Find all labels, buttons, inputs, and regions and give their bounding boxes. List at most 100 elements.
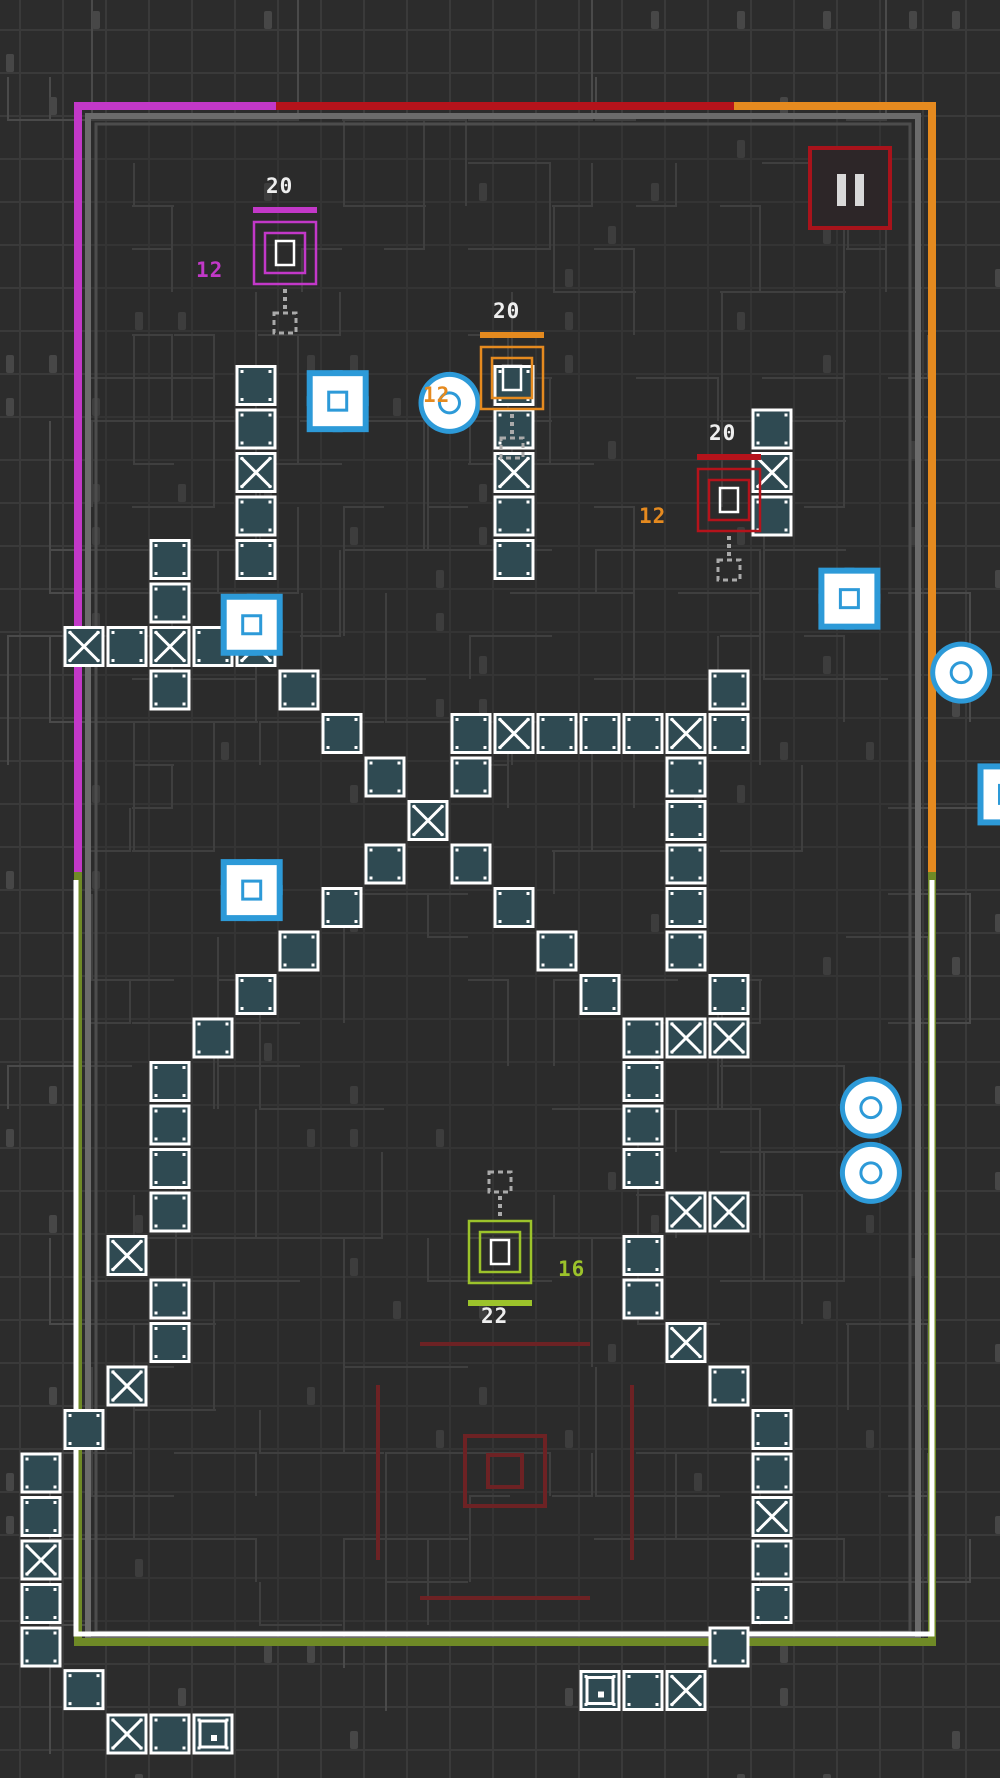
wall-block bbox=[622, 1104, 664, 1146]
orange-player-side-score: 12 bbox=[423, 383, 451, 407]
shield-powerup bbox=[220, 859, 283, 922]
wall-block bbox=[364, 756, 406, 798]
cross-block bbox=[493, 713, 535, 754]
cross-block bbox=[106, 1713, 148, 1755]
disc-powerup bbox=[930, 641, 993, 704]
wall-block bbox=[20, 1583, 62, 1624]
red-player bbox=[696, 454, 762, 582]
magenta-player-score: 20 bbox=[266, 174, 294, 198]
orange-player-health-bar bbox=[480, 332, 544, 338]
wall-block bbox=[579, 974, 621, 1015]
disc-powerup bbox=[839, 1076, 902, 1139]
wall-block bbox=[579, 713, 621, 754]
wall-block bbox=[751, 495, 793, 537]
wall-block bbox=[751, 1539, 793, 1581]
wall-block bbox=[63, 1669, 105, 1711]
disc-powerup bbox=[839, 1141, 902, 1204]
pause-icon bbox=[837, 174, 846, 206]
wall-block bbox=[149, 582, 191, 624]
center-emblem bbox=[376, 1342, 634, 1600]
cross-block bbox=[751, 1496, 793, 1537]
wall-block bbox=[278, 669, 320, 711]
wall-block bbox=[450, 756, 492, 798]
wall-block bbox=[536, 930, 578, 972]
wall-block bbox=[63, 1409, 105, 1450]
wall-block bbox=[149, 539, 191, 580]
wall-block bbox=[149, 1278, 191, 1320]
wall-block bbox=[235, 495, 277, 537]
wall-block bbox=[622, 1235, 664, 1276]
cross-block bbox=[407, 800, 449, 841]
wall-block bbox=[708, 1365, 750, 1407]
green-player-barrel bbox=[487, 1170, 513, 1216]
green-player-score: 22 bbox=[481, 1304, 509, 1328]
cross-block bbox=[665, 1670, 707, 1711]
magenta-wall bbox=[74, 102, 276, 872]
wall-block bbox=[622, 1017, 664, 1059]
corner-block bbox=[192, 1713, 234, 1755]
wall-block bbox=[235, 408, 277, 450]
powerups bbox=[220, 370, 1000, 1204]
wall-block bbox=[622, 1061, 664, 1102]
cross-block bbox=[665, 1191, 707, 1233]
cross-block bbox=[235, 452, 277, 493]
red-player-barrel bbox=[716, 536, 742, 582]
wall-block bbox=[665, 756, 707, 798]
pause-button[interactable] bbox=[808, 146, 892, 230]
wall-block bbox=[20, 1626, 62, 1668]
wall-block bbox=[665, 800, 707, 841]
wall-block bbox=[235, 539, 277, 580]
magenta-player-side-score: 12 bbox=[196, 258, 224, 282]
wall-block bbox=[536, 713, 578, 754]
disc-powerup bbox=[418, 371, 481, 434]
wall-block bbox=[20, 1496, 62, 1537]
orange-wall bbox=[734, 102, 936, 872]
wall-block bbox=[751, 1409, 793, 1450]
red-player-health-bar bbox=[697, 454, 761, 460]
wall-block bbox=[149, 1191, 191, 1233]
shield-powerup bbox=[818, 567, 881, 630]
wall-block bbox=[321, 887, 363, 928]
wall-block bbox=[751, 1452, 793, 1494]
pause-icon-bar bbox=[855, 174, 864, 206]
wall-block bbox=[149, 1104, 191, 1146]
wall-block bbox=[278, 930, 320, 972]
green-player bbox=[467, 1170, 533, 1306]
cross-block bbox=[493, 452, 535, 493]
wall-block bbox=[751, 408, 793, 450]
wall-block bbox=[450, 843, 492, 885]
wall-block bbox=[493, 539, 535, 580]
wall-block bbox=[665, 930, 707, 972]
cross-block bbox=[106, 1365, 148, 1407]
cross-block bbox=[149, 626, 191, 667]
wall-block bbox=[106, 626, 148, 667]
cross-block bbox=[665, 1322, 707, 1363]
wall-block bbox=[622, 1278, 664, 1320]
magenta-player-health-bar bbox=[253, 207, 317, 213]
cross-block bbox=[665, 1017, 707, 1059]
wall-block bbox=[364, 843, 406, 885]
wall-block bbox=[321, 713, 363, 754]
shield-powerup bbox=[220, 593, 283, 656]
cross-block bbox=[708, 1017, 750, 1059]
cross-block bbox=[665, 713, 707, 754]
orange-player-score: 20 bbox=[493, 299, 521, 323]
cross-block bbox=[63, 626, 105, 667]
wall-block bbox=[149, 1148, 191, 1189]
shield-powerup bbox=[977, 763, 1000, 826]
wall-block bbox=[192, 1017, 234, 1059]
corner-block bbox=[579, 1670, 621, 1711]
block-wall bbox=[20, 365, 793, 1755]
shield-powerup bbox=[306, 370, 369, 433]
wall-block bbox=[665, 843, 707, 885]
wall-block bbox=[450, 713, 492, 754]
wall-block bbox=[235, 365, 277, 406]
cross-block bbox=[106, 1235, 148, 1276]
green-player-side-score: 16 bbox=[558, 1257, 586, 1281]
wall-block bbox=[493, 495, 535, 537]
wall-block bbox=[235, 974, 277, 1015]
wall-block bbox=[665, 887, 707, 928]
wall-block bbox=[149, 1713, 191, 1755]
magenta-player-barrel bbox=[272, 289, 298, 335]
wall-block bbox=[149, 1322, 191, 1363]
